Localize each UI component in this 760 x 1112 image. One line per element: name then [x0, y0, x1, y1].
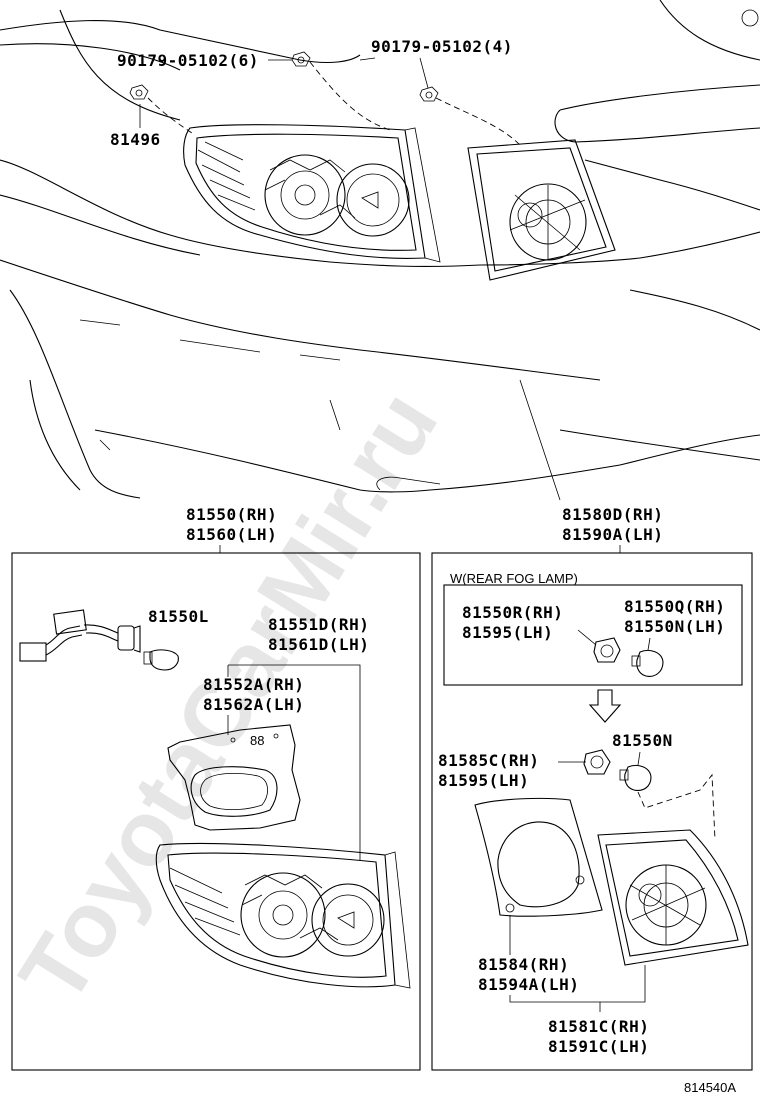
label-81550l: 81550L — [148, 607, 209, 626]
socket-wire-harness — [19, 609, 179, 671]
trunk-lamp-installed — [467, 139, 616, 281]
label-81551d-rh: 81551D(RH) — [268, 615, 369, 634]
fog-lamp-note: W(REAR FOG LAMP) — [450, 571, 578, 586]
bulb-81550n — [619, 751, 652, 791]
label-81560-lh: 81560(LH) — [186, 525, 277, 544]
label-81561d-lh: 81561D(LH) — [268, 635, 369, 654]
tail-lamp-exploded — [155, 842, 411, 989]
leader-81551d — [228, 664, 361, 860]
diagram-code: 814540A — [684, 1080, 736, 1095]
trunk-gasket — [474, 797, 603, 917]
label-81584-rh: 81584(RH) — [478, 955, 569, 974]
bulb-dash-guide — [637, 773, 716, 841]
trunk-lens — [597, 829, 749, 966]
leader-81581c — [509, 965, 646, 1003]
down-arrow-icon — [588, 689, 622, 723]
label-81585c-rh: 81585C(RH) — [438, 751, 539, 770]
label-81550n-lh: 81550N(LH) — [624, 617, 725, 636]
left-parts-box — [11, 552, 421, 1071]
label-81496: 81496 — [110, 130, 161, 149]
label-nut-6: 90179-05102(6) — [117, 51, 259, 70]
gasket-part: 88 — [167, 724, 301, 831]
label-81550-rh: 81550(RH) — [186, 505, 277, 524]
label-81550q-rh: 81550Q(RH) — [624, 597, 725, 616]
label-81550r-rh: 81550R(RH) — [462, 603, 563, 622]
label-81580d-rh: 81580D(RH) — [562, 505, 663, 524]
label-81550n: 81550N — [612, 731, 673, 750]
right-parts-box — [431, 552, 753, 1071]
label-81581c-rh: 81581C(RH) — [548, 1017, 649, 1036]
svg-text:88: 88 — [250, 733, 264, 748]
tail-lamp-installed — [183, 124, 441, 263]
label-81552a-rh: 81552A(RH) — [203, 675, 304, 694]
car-body-illustration — [0, 0, 760, 499]
top-fasteners — [129, 51, 521, 146]
label-81590a-lh: 81590A(LH) — [562, 525, 663, 544]
label-81594a-lh: 81594A(LH) — [478, 975, 579, 994]
fog-bulb — [631, 637, 664, 677]
label-81595-lh-fog: 81595(LH) — [462, 623, 553, 642]
label-81595-lh: 81595(LH) — [438, 771, 529, 790]
label-81562a-lh: 81562A(LH) — [203, 695, 304, 714]
fog-lamp-inset — [443, 584, 743, 686]
label-81591c-lh: 81591C(LH) — [548, 1037, 649, 1056]
leader-right-assy — [519, 379, 561, 501]
socket-81585c — [558, 749, 611, 775]
label-nut-4: 90179-05102(4) — [371, 37, 513, 56]
fog-socket — [577, 629, 621, 663]
